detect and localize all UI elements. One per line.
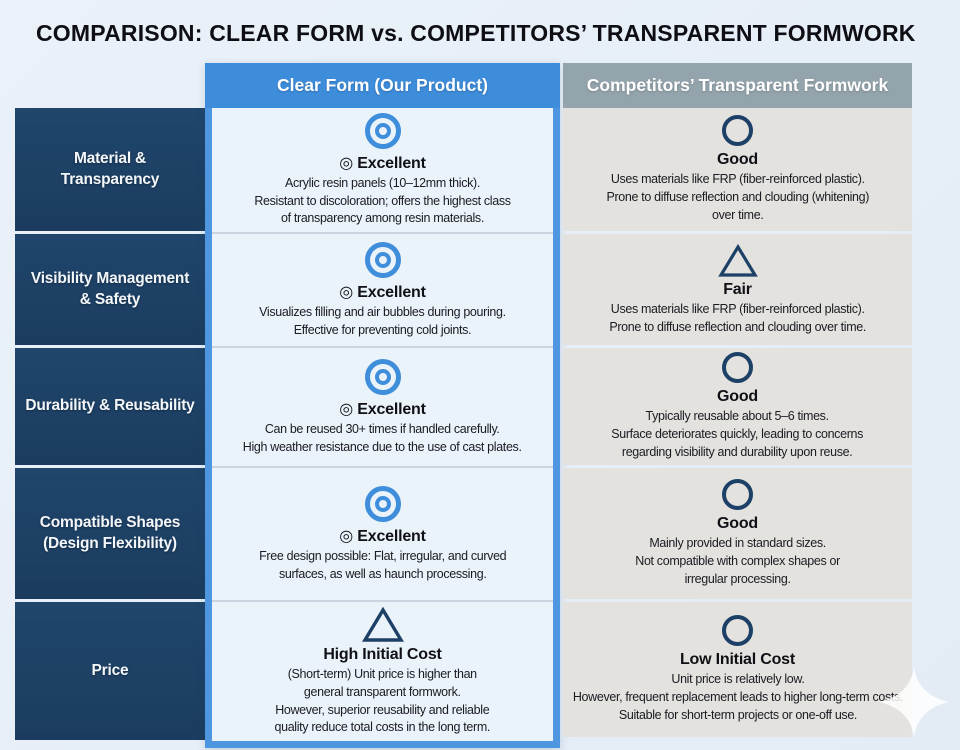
excellent-double-circle-icon	[364, 112, 401, 149]
cell-ours-durability: ◎ Excellent Can be reused 30+ times if h…	[212, 346, 553, 466]
high-cost-triangle-icon	[361, 606, 404, 642]
cell-competitors-shapes: Good Mainly provided in standard sizes. …	[563, 468, 912, 599]
sparkle-decoration-icon	[879, 667, 949, 737]
rating-heading: Good	[717, 515, 758, 533]
good-circle-icon	[722, 115, 753, 147]
row-label-compatible-shapes: Compatible Shapes (Design Flexibility)	[15, 468, 205, 599]
clear-form-column-header: Clear Form (Our Product)	[205, 63, 560, 108]
rating-heading: High Initial Cost	[323, 645, 442, 663]
cell-description: Visualizes filling and air bubbles durin…	[259, 303, 506, 337]
row-label-visibility-safety: Visibility Management & Safety	[15, 234, 205, 345]
excellent-double-circle-icon	[364, 485, 401, 522]
rating-heading: ◎ Excellent	[339, 400, 426, 418]
fair-triangle-icon	[717, 243, 758, 277]
cell-ours-shapes: ◎ Excellent Free design possible: Flat, …	[212, 466, 553, 600]
rating-heading: ◎ Excellent	[339, 527, 426, 545]
cell-description: Can be reused 30+ times if handled caref…	[243, 420, 522, 454]
excellent-double-circle-icon	[364, 241, 401, 278]
cell-competitors-price: Low Initial Cost Unit price is relativel…	[563, 602, 912, 737]
cell-competitors-material: Good Uses materials like FRP (fiber-rein…	[563, 108, 912, 231]
rating-heading: Low Initial Cost	[679, 651, 796, 669]
cell-description: Free design possible: Flat, irregular, a…	[258, 547, 507, 581]
cell-description: Uses materials like FRP (fiber-reinforce…	[609, 300, 866, 334]
cell-description: Typically reusable about 5–6 times. Surf…	[611, 408, 864, 459]
competitors-column-header: Competitors’ Transparent Formwork	[563, 63, 912, 108]
cell-description: (Short-term) Unit price is higher than g…	[274, 665, 491, 735]
rating-heading: Good	[717, 388, 758, 406]
cell-competitors-visibility: Fair Uses materials like FRP (fiber-rein…	[563, 234, 912, 345]
excellent-double-circle-icon	[364, 358, 401, 395]
rating-heading: Good	[717, 151, 758, 169]
clear-form-column: Clear Form (Our Product) ◎ Excellent Acr…	[205, 63, 560, 748]
cell-ours-price: High Initial Cost (Short-term) Unit pric…	[212, 600, 553, 741]
good-circle-icon	[722, 479, 753, 511]
rating-heading: ◎ Excellent	[339, 154, 426, 172]
clear-form-column-body: ◎ Excellent Acrylic resin panels (10–12m…	[205, 108, 560, 748]
row-label-price: Price	[15, 602, 205, 740]
cell-ours-material: ◎ Excellent Acrylic resin panels (10–12m…	[212, 108, 553, 232]
row-label-material-transparency: Material & Transparency	[15, 108, 205, 231]
cell-description: Mainly provided in standard sizes. Not c…	[635, 535, 840, 586]
low-cost-circle-icon	[722, 615, 753, 647]
cell-competitors-durability: Good Typically reusable about 5–6 times.…	[563, 348, 912, 465]
cell-description: Unit price is relatively low. However, f…	[572, 671, 903, 722]
cell-ours-visibility: ◎ Excellent Visualizes filling and air b…	[212, 232, 553, 346]
cell-description: Acrylic resin panels (10–12mm thick). Re…	[254, 174, 511, 226]
good-circle-icon	[722, 352, 753, 384]
page-title: COMPARISON: CLEAR FORM vs. COMPETITORS’ …	[36, 20, 916, 46]
row-label-durability-reusability: Durability & Reusability	[15, 348, 205, 465]
cell-description: Uses materials like FRP (fiber-reinforce…	[606, 171, 869, 222]
rating-heading: ◎ Excellent	[339, 283, 426, 301]
rating-heading: Fair	[723, 280, 752, 298]
